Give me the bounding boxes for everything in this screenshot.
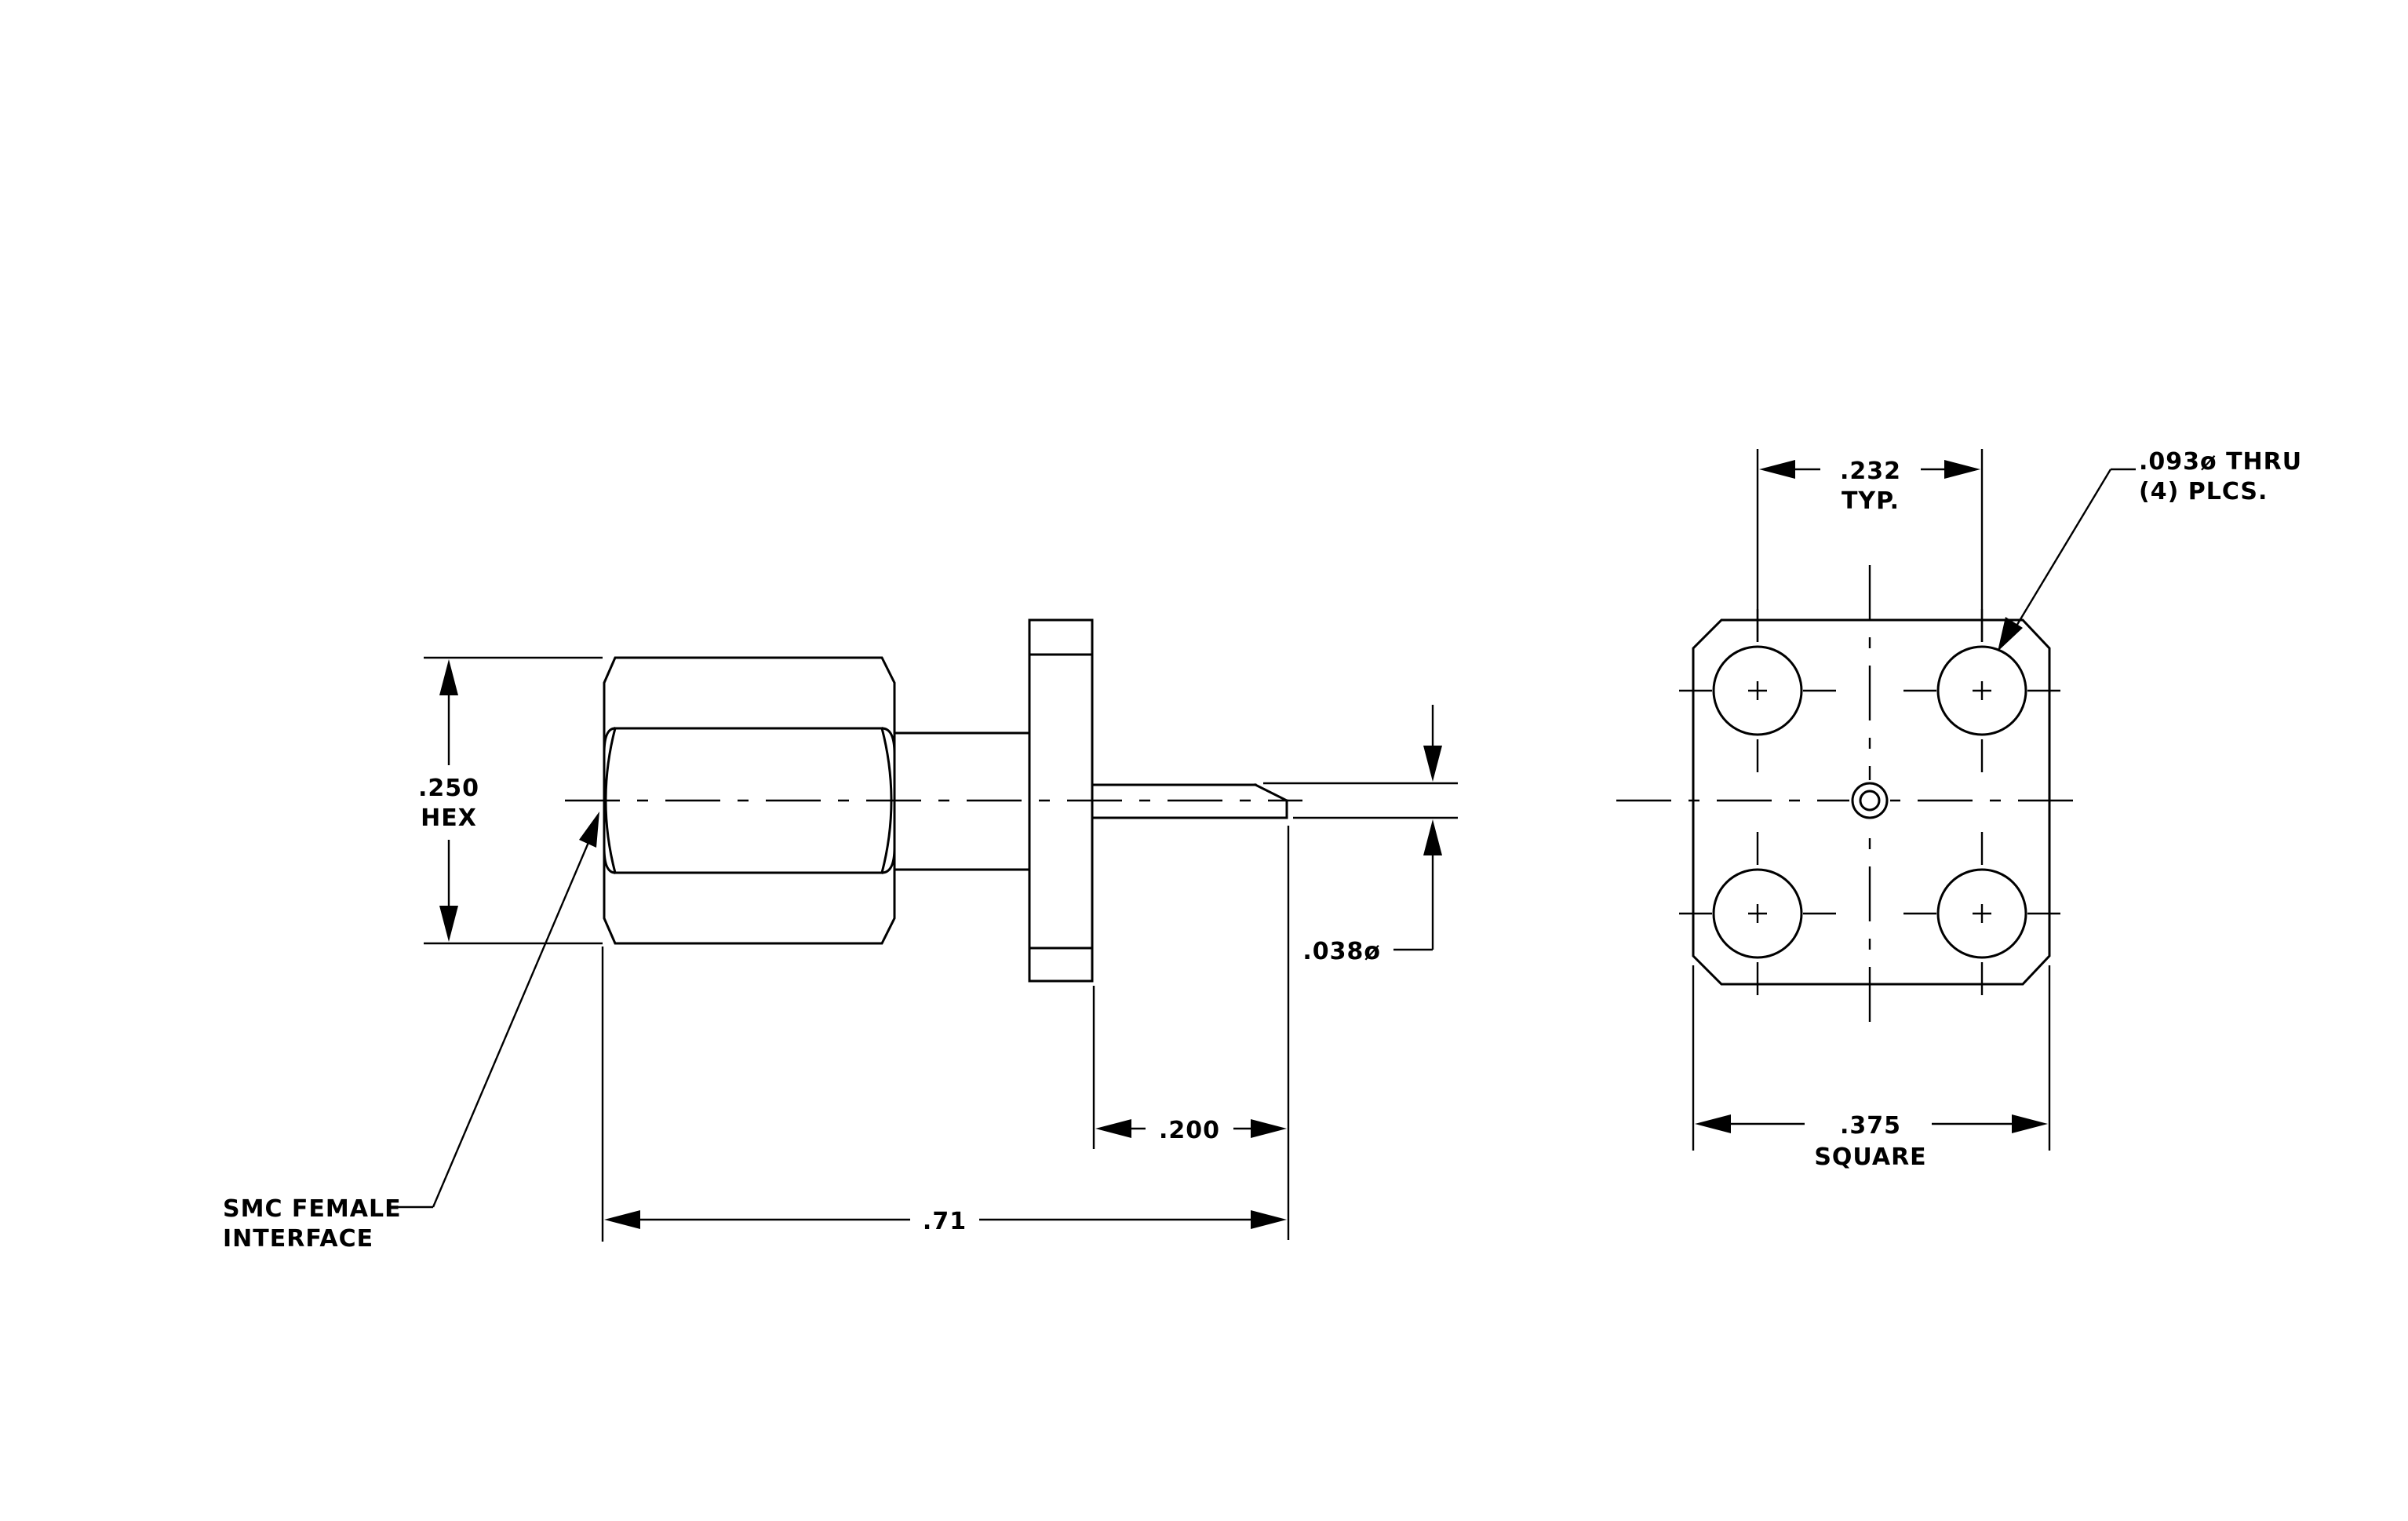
- mounting-holes: [1712, 645, 2027, 959]
- hole-callout-line1: .093ø THRU: [2139, 448, 2302, 476]
- hole-spacing-value: .232: [1840, 458, 1901, 485]
- hex-dim-note: HEX: [421, 804, 477, 832]
- interface-leader: SMC FEMALE INTERFACE: [223, 812, 599, 1253]
- pin-length-dimension: .200: [1092, 826, 1290, 1240]
- hex-dimension: .250 HEX: [418, 656, 603, 945]
- mounting-hole-top-left: [1712, 645, 1803, 736]
- hole-spacing-dimension: .232 TYP.: [1756, 449, 1984, 642]
- flange-size-note: SQUARE: [1814, 1143, 1926, 1171]
- pin-diameter-dimension: .038ø: [1263, 705, 1458, 965]
- hole-spacing-note: TYP.: [1842, 487, 1900, 515]
- side-view: .250 HEX SMC FEMALE INTERFACE .038ø: [223, 618, 1458, 1253]
- flange-size-value: .375: [1840, 1112, 1901, 1140]
- interface-label-line1: SMC FEMALE: [223, 1195, 402, 1223]
- center-contact: [1849, 780, 1890, 821]
- interface-label-line2: INTERFACE: [223, 1225, 373, 1253]
- mounting-hole-bottom-left: [1712, 868, 1803, 959]
- pin-length-label: .200: [1159, 1117, 1220, 1144]
- pin-diameter-label: .038ø: [1302, 938, 1381, 965]
- flange-size-dimension: .375 SQUARE: [1692, 965, 2051, 1171]
- flange-square-outline: [1692, 618, 2051, 986]
- overall-length-dimension: .71: [601, 947, 1287, 1242]
- center-pin: [1091, 782, 1289, 819]
- hole-callout: .093ø THRU (4) PLCS.: [1998, 448, 2302, 651]
- mounting-hole-bottom-right: [1936, 868, 2027, 959]
- overall-length-label: .71: [923, 1208, 967, 1235]
- hole-callout-line2: (4) PLCS.: [2139, 478, 2268, 505]
- connector-body: [893, 731, 1031, 871]
- hex-dim-value: .250: [418, 775, 479, 802]
- end-view: .232 TYP. .093ø THRU (4) PLCS. .375 SQUA…: [1616, 448, 2302, 1171]
- mounting-hole-top-right: [1936, 645, 2027, 736]
